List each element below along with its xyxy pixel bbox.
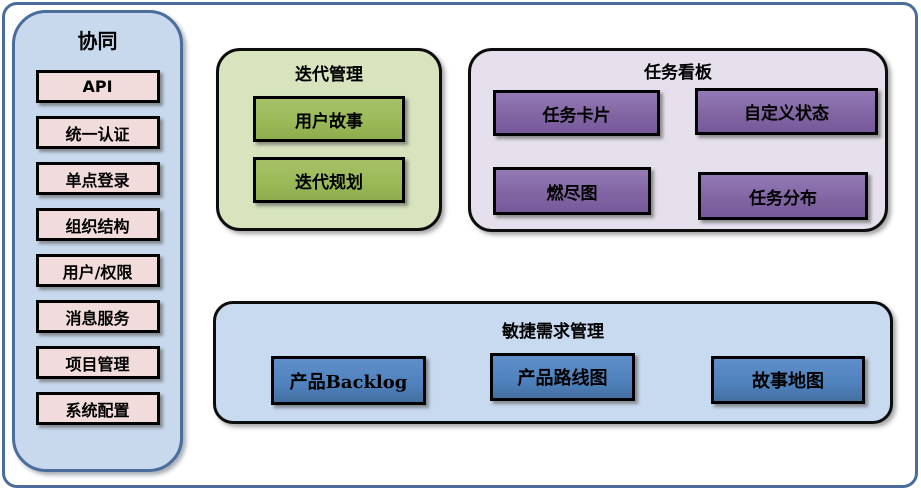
group-iteration-management: 迭代管理 用户故事 迭代规划	[216, 48, 442, 231]
item-iteration-planning: 迭代规划	[253, 157, 405, 203]
sidebar-item-project-management: 项目管理	[35, 346, 160, 379]
sidebar-item-message-service: 消息服务	[35, 300, 160, 333]
sidebar-item-sso: 单点登录	[35, 162, 160, 195]
group-agile-requirements: 敏捷需求管理 产品Backlog 产品路线图 故事地图	[213, 301, 893, 424]
sidebar-item-user-permissions: 用户/权限	[35, 254, 160, 287]
group-agile-title: 敏捷需求管理	[502, 322, 604, 342]
item-story-map: 故事地图	[711, 356, 865, 404]
group-task-board: 任务看板 任务卡片 自定义状态 燃尽图 任务分布	[468, 48, 888, 232]
sidebar-item-unified-auth: 统一认证	[35, 116, 160, 149]
group-kanban-title: 任务看板	[644, 63, 712, 83]
item-custom-status: 自定义状态	[695, 88, 878, 135]
sidebar-item-org-structure: 组织结构	[35, 208, 160, 241]
item-task-distribution: 任务分布	[698, 172, 868, 220]
sidebar-collaboration-group: 协同 API 统一认证 单点登录 组织结构 用户/权限 消息服务 项目管理 系统…	[12, 10, 183, 472]
item-burndown-chart: 燃尽图	[493, 167, 651, 215]
sidebar-title: 协同	[77, 29, 118, 53]
group-iteration-title: 迭代管理	[295, 65, 363, 85]
item-product-roadmap: 产品路线图	[490, 353, 635, 401]
sidebar-items: API 统一认证 单点登录 组织结构 用户/权限 消息服务 项目管理 系统配置	[35, 70, 160, 425]
item-user-story: 用户故事	[253, 96, 405, 142]
item-product-backlog: 产品Backlog	[271, 356, 426, 405]
sidebar-item-system-config: 系统配置	[35, 392, 160, 425]
sidebar-item-api: API	[35, 70, 160, 103]
iteration-items: 用户故事 迭代规划	[253, 96, 405, 203]
item-task-card: 任务卡片	[493, 90, 660, 136]
